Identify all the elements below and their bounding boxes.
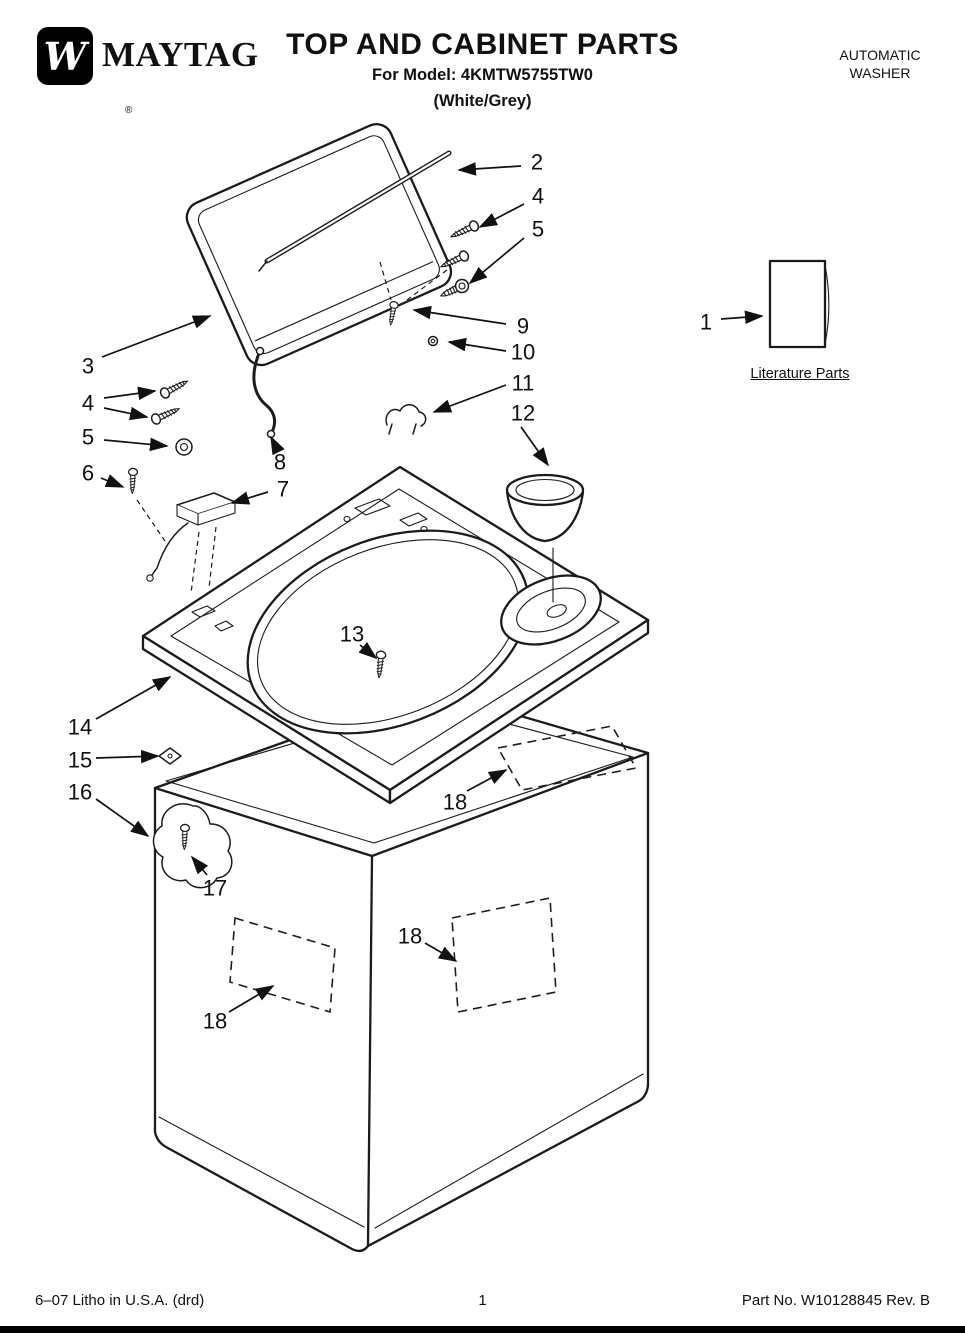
hinge-hardware-left — [149, 375, 193, 456]
callout-number-14: 14 — [68, 715, 92, 740]
callout-arrow-18 — [466, 769, 508, 792]
corner-slots — [191, 605, 234, 632]
appliance-type: AUTOMATIC WASHER — [825, 47, 935, 82]
callout-number-7: 7 — [277, 477, 289, 502]
callout-arrow-13 — [358, 642, 378, 660]
callout-number-2: 2 — [531, 150, 543, 175]
part-15-clip — [158, 747, 182, 765]
console-slots — [343, 498, 428, 533]
maytag-logo-icon: W — [37, 27, 93, 85]
callout-number-13: 13 — [340, 622, 364, 647]
part-12-dispenser-cup — [505, 473, 585, 603]
appliance-type-line2: WASHER — [849, 64, 911, 81]
dispenser-recess — [500, 574, 602, 646]
lid-hinge-rod — [258, 150, 452, 272]
tub-opening — [246, 529, 530, 735]
callout-arrow-5 — [103, 437, 169, 452]
literature-parts-label: Literature Parts — [750, 366, 850, 382]
callout-arrow-9 — [412, 305, 507, 325]
callout-arrow-15 — [95, 749, 160, 764]
part-17-screw-area — [152, 803, 233, 889]
lid — [185, 123, 453, 367]
callout-arrow-4 — [478, 203, 525, 228]
callout-arrow-1 — [720, 310, 764, 325]
callout-number-4: 4 — [82, 391, 94, 416]
callout-arrow-8 — [270, 435, 285, 456]
footer-page-number: 1 — [478, 1292, 487, 1309]
callout-number-6: 6 — [82, 461, 94, 486]
callout-arrow-17 — [190, 855, 209, 876]
callout-number-10: 10 — [511, 340, 535, 365]
callout-arrow-5 — [468, 237, 525, 285]
svg-text:W: W — [44, 34, 90, 79]
callout-arrow-14 — [95, 676, 172, 720]
hinge-hardware-right — [379, 218, 481, 347]
registered-mark: ® — [125, 105, 133, 116]
callout-number-12: 12 — [511, 401, 535, 426]
callout-number-11: 11 — [512, 371, 535, 396]
callout-number-16: 16 — [68, 780, 92, 805]
callout-number-5: 5 — [82, 425, 94, 450]
callout-arrow-18 — [424, 942, 458, 962]
callout-number-18: 18 — [443, 790, 467, 815]
callout-arrow-3 — [101, 315, 212, 358]
brand-wordmark: MAYTAG — [102, 35, 259, 74]
footer-litho-info: 6–07 Litho in U.S.A. (drd) — [35, 1292, 205, 1309]
part-11-clip — [385, 404, 427, 435]
callout-arrow-18 — [228, 985, 275, 1013]
footer-part-number: Part No. W10128845 Rev. B — [741, 1292, 930, 1309]
callout-number-9: 9 — [517, 314, 529, 339]
scan-edge-bar — [0, 1326, 965, 1333]
callout-arrow-4 — [103, 406, 149, 421]
callout-arrow-12 — [520, 426, 549, 467]
callout-arrow-11 — [432, 384, 507, 413]
callout-number-18: 18 — [203, 1009, 227, 1034]
callout-number-3: 3 — [82, 354, 94, 379]
callout-arrow-10 — [447, 337, 507, 352]
washer-top-panel — [141, 465, 650, 805]
callout-number-4: 4 — [532, 184, 544, 209]
callout-number-8: 8 — [274, 450, 286, 475]
callout-number-18: 18 — [398, 924, 422, 949]
callout-number-17: 17 — [203, 876, 227, 901]
brand-logo: W ® MAYTAG — [37, 27, 259, 116]
literature-parts-card — [768, 259, 830, 349]
callout-number-1: 1 — [700, 310, 712, 335]
callout-arrow-16 — [95, 798, 150, 837]
callout-arrow-4 — [103, 386, 157, 401]
callout-arrow-2 — [457, 162, 522, 176]
callout-arrow-7 — [230, 491, 269, 505]
callout-number-5: 5 — [532, 217, 544, 242]
callout-number-15: 15 — [68, 748, 92, 773]
appliance-type-line1: AUTOMATIC — [839, 47, 921, 63]
callout-arrow-6 — [100, 474, 125, 488]
lid-switch-assembly — [127, 467, 236, 594]
label-location-markers — [229, 725, 638, 1014]
